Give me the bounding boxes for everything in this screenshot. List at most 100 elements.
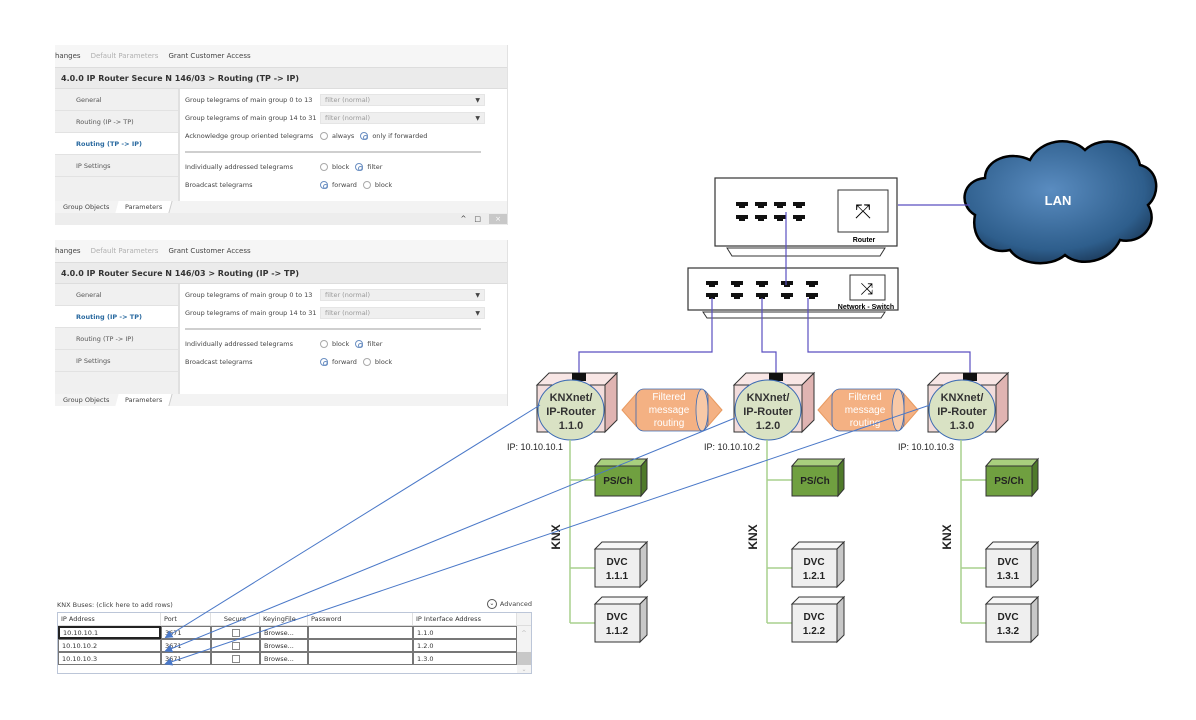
secure-checkbox[interactable] bbox=[231, 628, 240, 637]
device-front bbox=[791, 548, 838, 588]
grant-customer-access-link[interactable]: Grant Customer Access bbox=[168, 52, 251, 60]
table-header: IP Address Port Secure KeyingFile Passwo… bbox=[58, 613, 531, 626]
default-parameters-link[interactable]: Default Parameters bbox=[90, 52, 159, 60]
scroll-up-icon[interactable]: ^ bbox=[517, 626, 531, 639]
ack-always-radio[interactable]: always bbox=[320, 132, 354, 140]
ethernet-port-icon bbox=[736, 202, 748, 208]
col-port[interactable]: Port bbox=[161, 613, 211, 625]
password-field[interactable] bbox=[308, 652, 413, 665]
ip-address-field[interactable]: 10.10.10.2 bbox=[58, 639, 161, 652]
device-side bbox=[836, 540, 845, 589]
ethernet-port-icon bbox=[774, 215, 786, 221]
broadcast-forward-radio[interactable]: forward bbox=[320, 181, 357, 189]
nav-ip-settings[interactable]: IP Settings bbox=[55, 155, 178, 177]
router-ports bbox=[736, 202, 805, 221]
arrow-right-icon bbox=[707, 392, 723, 428]
ps-label: PS/Ch bbox=[603, 476, 632, 487]
nav-routing-tp-ip[interactable]: Routing (TP -> IP) bbox=[55, 328, 178, 350]
power-supply-choke: PS/Ch bbox=[593, 457, 649, 498]
ack-forwarded-radio[interactable]: only if forwarded bbox=[360, 132, 427, 140]
router-address: 1.2.0 bbox=[756, 420, 780, 432]
select-value: filter (normal) bbox=[325, 96, 371, 104]
port-field[interactable]: 3671 bbox=[161, 639, 211, 652]
individual-block-radio[interactable]: block bbox=[320, 163, 349, 171]
scroll-down-icon[interactable]: ⌄ bbox=[517, 665, 531, 673]
browse-button[interactable]: Browse... bbox=[260, 639, 308, 652]
switch-ports bbox=[706, 281, 818, 299]
browse-button[interactable]: Browse... bbox=[260, 626, 308, 639]
iface-address-field[interactable]: 1.3.0 bbox=[413, 652, 517, 665]
browse-button[interactable]: Browse... bbox=[260, 652, 308, 665]
group-14-31-select[interactable]: filter (normal)▼ bbox=[320, 112, 485, 124]
collapse-icon[interactable]: ^ bbox=[460, 215, 467, 223]
add-rows-link[interactable]: KNX Buses: (click here to add rows) bbox=[57, 601, 173, 609]
col-ip-interface[interactable]: IP Interface Address bbox=[413, 613, 517, 625]
ip-address-field[interactable]: 10.10.10.3 bbox=[58, 652, 161, 665]
col-keying-file[interactable]: KeyingFile bbox=[260, 613, 308, 625]
ethernet-port-icon bbox=[706, 281, 718, 287]
table-row: 10.10.10.2 3671 Browse... 1.2.0 bbox=[58, 639, 531, 652]
radio-dot bbox=[362, 358, 371, 366]
individual-filter-radio[interactable]: filter bbox=[355, 163, 382, 171]
individual-block-radio[interactable]: block bbox=[320, 340, 349, 348]
radio-dot-selected bbox=[320, 181, 328, 189]
group-0-13-select[interactable]: filter (normal)▼ bbox=[320, 289, 485, 301]
iface-address-field[interactable]: 1.1.0 bbox=[413, 626, 517, 639]
col-password[interactable]: Password bbox=[308, 613, 413, 625]
port-field[interactable]: 3671 bbox=[161, 652, 211, 665]
ps-front bbox=[594, 465, 642, 497]
group-0-13-select[interactable]: filter (normal)▼ bbox=[320, 94, 485, 106]
param-label: Individually addressed telegrams bbox=[185, 340, 293, 348]
device-address: 1.2.2 bbox=[803, 626, 826, 637]
lan-label: LAN bbox=[1045, 193, 1072, 208]
router-ip-label: IP: 10.10.10.3 bbox=[898, 442, 954, 452]
ets-window-tp-ip: hanges Default Parameters Grant Customer… bbox=[55, 45, 508, 225]
broadcast-forward-radio[interactable]: forward bbox=[320, 358, 357, 366]
device-top bbox=[984, 596, 1040, 605]
secure-checkbox[interactable] bbox=[231, 654, 240, 663]
col-ip-address[interactable]: IP Address bbox=[58, 613, 161, 625]
network-switch: ⤨ Network - Switch bbox=[687, 267, 899, 319]
broadcast-block-radio[interactable]: block bbox=[362, 358, 392, 366]
password-field[interactable] bbox=[308, 626, 413, 639]
nav-routing-ip-tp[interactable]: Routing (IP -> TP) bbox=[55, 306, 178, 328]
ethernet-port-icon bbox=[736, 215, 748, 221]
iface-address-field[interactable]: 1.2.0 bbox=[413, 639, 517, 652]
nav-general[interactable]: General bbox=[55, 284, 178, 306]
scrollbar-top bbox=[517, 613, 531, 625]
device-address: 1.3.1 bbox=[997, 571, 1020, 582]
broadcast-block-radio[interactable]: block bbox=[362, 181, 392, 189]
grant-customer-access-link[interactable]: Grant Customer Access bbox=[168, 247, 251, 255]
ethernet-port-icon bbox=[731, 281, 743, 287]
ip-address-field[interactable]: 10.10.10.1 bbox=[58, 626, 161, 639]
password-field[interactable] bbox=[308, 639, 413, 652]
tab-group-objects[interactable]: Group Objects bbox=[63, 203, 110, 211]
nav-routing-tp-ip[interactable]: Routing (TP -> IP) bbox=[55, 133, 178, 155]
ps-side bbox=[1031, 457, 1039, 498]
scrollbar-track[interactable] bbox=[517, 639, 531, 652]
nav-general[interactable]: General bbox=[55, 89, 178, 111]
advanced-toggle[interactable]: ⌄Advanced bbox=[486, 599, 532, 609]
changes-link[interactable]: hanges bbox=[55, 52, 81, 60]
switch-router3-link bbox=[807, 298, 971, 375]
router-to-table-arrow bbox=[164, 404, 541, 639]
default-parameters-link[interactable]: Default Parameters bbox=[90, 247, 159, 255]
group-14-31-select[interactable]: filter (normal)▼ bbox=[320, 307, 485, 319]
secure-checkbox[interactable] bbox=[231, 641, 240, 650]
scrollbar-thumb[interactable] bbox=[517, 652, 531, 665]
nav-ip-settings[interactable]: IP Settings bbox=[55, 350, 178, 372]
ets-topbar: hanges Default Parameters Grant Customer… bbox=[55, 240, 507, 262]
tab-group-objects[interactable]: Group Objects bbox=[63, 396, 110, 404]
changes-link[interactable]: hanges bbox=[55, 247, 81, 255]
restore-icon[interactable]: □ bbox=[474, 215, 481, 223]
col-secure[interactable]: Secure bbox=[211, 613, 260, 625]
individual-filter-radio[interactable]: filter bbox=[355, 340, 382, 348]
close-button[interactable]: × bbox=[489, 214, 507, 224]
window-controls: ^ □ × bbox=[55, 213, 507, 225]
nav-routing-ip-tp[interactable]: Routing (IP -> TP) bbox=[55, 111, 178, 133]
